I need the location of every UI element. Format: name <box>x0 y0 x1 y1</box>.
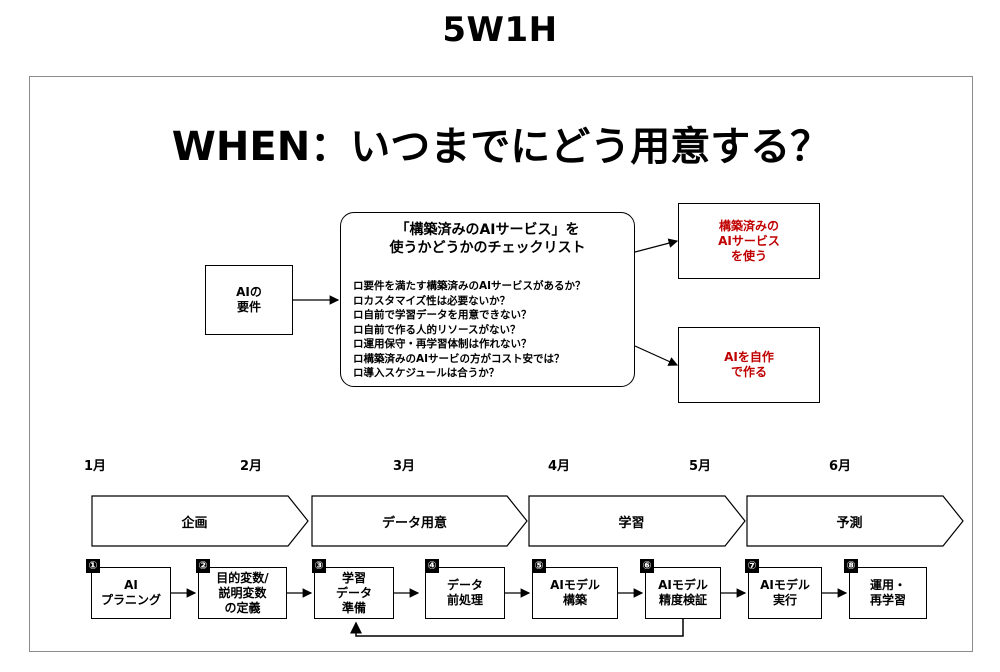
step-box-2: 目的変数/ 説明変数 の定義 <box>198 567 287 619</box>
step-number-badge: ④ <box>425 559 439 573</box>
phase-label-training: 学習 <box>618 515 645 531</box>
checklist-item: ロ導入スケジュールは合うか？ <box>353 367 500 379</box>
phase-chevron-training <box>528 495 746 547</box>
checklist-item: ロ構築済みのAIサービの方がコスト安では？ <box>353 352 565 365</box>
checklist-item: ロ自前で学習データを用意できない？ <box>353 309 532 321</box>
step-box-7: AIモデル 実行 <box>748 567 822 619</box>
step-number-badge: ① <box>86 559 100 573</box>
checklist-item: ロ要件を満たす構築済みのAIサービスがあるか？ <box>353 280 586 292</box>
step-box-1: AI プラニング <box>91 567 171 619</box>
step-number-badge: ⑧ <box>844 559 858 573</box>
step-number-badge: ⑥ <box>640 559 654 573</box>
month-label: 1月 <box>84 459 107 474</box>
ai-requirements-box: AIの 要件 <box>205 265 293 335</box>
slide-heading: WHEN：いつまでにどう用意する？ <box>171 124 831 170</box>
month-label: 2月 <box>240 459 263 474</box>
month-label: 5月 <box>689 459 712 474</box>
checklist-item: ロ自前で作る人的リソースがない？ <box>353 323 521 336</box>
step-box-3: 学習 データ 準備 <box>314 567 394 619</box>
phase-chevron-data-prep <box>311 495 528 547</box>
arrow-checklist-to-use-service <box>634 238 679 253</box>
step-number-badge: ② <box>196 559 210 573</box>
outcome-build-ai-box: AIを自作 で作る <box>678 327 820 403</box>
feedback-arrow-6-to-3 <box>350 619 684 637</box>
step-box-4: データ 前処理 <box>425 567 505 619</box>
phase-label-planning: 企画 <box>181 515 208 531</box>
checklist-item: ロ運用保守・再学習体制は作れない？ <box>353 338 532 350</box>
checklist-title: 「構築済みのAIサービス」を 使うかどうかのチェックリスト <box>389 222 586 257</box>
month-label: 4月 <box>548 459 571 474</box>
arrow-checklist-to-build <box>634 345 679 366</box>
checklist-item: ロカスタマイズ性は必要ないか？ <box>353 294 511 307</box>
slide-frame <box>29 76 973 652</box>
step-box-8: 運用・ 再学習 <box>849 567 927 619</box>
phase-label-data-prep: データ用意 <box>381 515 447 531</box>
step-number-badge: ③ <box>312 559 326 573</box>
phase-chevron-planning <box>91 495 309 547</box>
month-label: 6月 <box>829 459 852 474</box>
phase-label-prediction: 予測 <box>836 515 863 531</box>
page-title: 5W1H <box>442 10 558 50</box>
checklist-items: ロ要件を満たす構築済みのAIサービスがあるか？ ロカスタマイズ性は必要ないか？ … <box>353 279 631 381</box>
phase-chevron-prediction <box>746 495 964 547</box>
outcome-use-service-box: 構築済みの AIサービス を使う <box>678 203 820 279</box>
step-box-6: AIモデル 精度検証 <box>645 567 721 619</box>
checklist-box: 「構築済みのAIサービス」を 使うかどうかのチェックリスト ロ要件を満たす構築済… <box>340 212 635 387</box>
step-number-badge: ⑦ <box>745 559 759 573</box>
step-number-badge: ⑤ <box>532 559 546 573</box>
month-label: 3月 <box>393 459 416 474</box>
step-box-5: AIモデル 構築 <box>532 567 618 619</box>
